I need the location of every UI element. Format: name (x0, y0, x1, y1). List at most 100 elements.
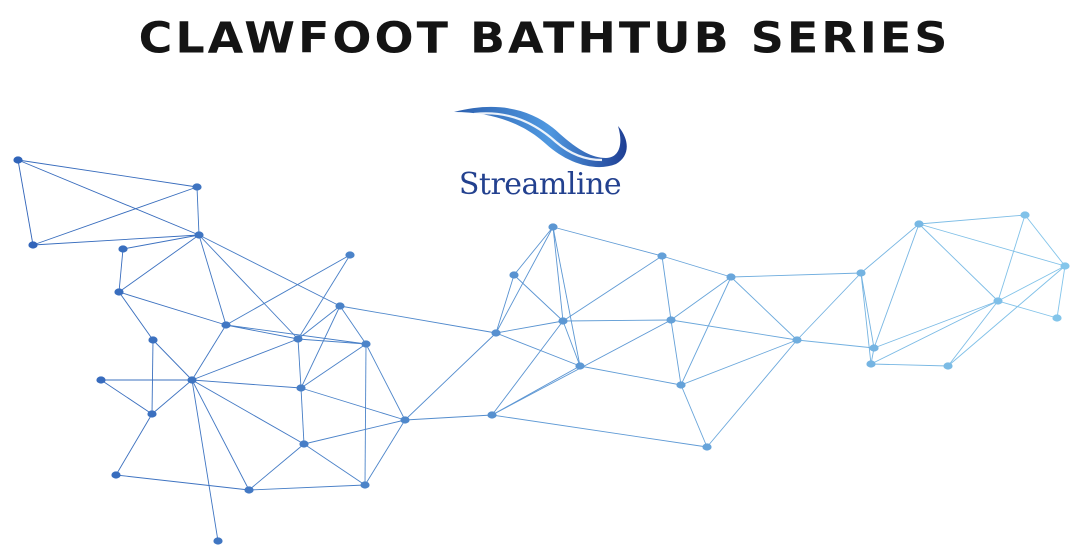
network-edge (115, 474, 250, 491)
network-edge (151, 379, 193, 415)
network-edge (198, 234, 299, 340)
network-node (856, 269, 866, 277)
network-edge (552, 226, 564, 322)
network-edge (303, 443, 366, 486)
network-edge (491, 320, 564, 416)
network-node (509, 271, 519, 279)
network-node (361, 340, 371, 348)
network-edge (404, 414, 493, 421)
network-edge (947, 300, 999, 367)
network-edge (706, 339, 798, 448)
network-node (993, 297, 1003, 305)
network-edge (339, 305, 497, 334)
network-edge (115, 413, 153, 476)
network-edge (248, 484, 366, 491)
network-edge (404, 332, 497, 421)
network-edge (152, 339, 193, 381)
network-edge (918, 223, 1066, 267)
network-edge (495, 274, 515, 334)
network-edge (118, 291, 227, 326)
network-edge (17, 159, 34, 246)
network-node (13, 156, 23, 164)
network-edge (730, 276, 798, 341)
network-edge (997, 300, 1058, 319)
network-edge (191, 379, 305, 445)
network-edge (495, 226, 554, 334)
network-edge (300, 305, 341, 389)
network-node (293, 335, 303, 343)
network-node (335, 302, 345, 310)
network-node (296, 384, 306, 392)
network-edge (661, 255, 732, 278)
network-edge (562, 319, 672, 322)
network-edge (513, 274, 564, 322)
network-edge (562, 255, 663, 322)
network-node (869, 344, 879, 352)
network-node (792, 336, 802, 344)
network-edge (1024, 214, 1066, 267)
network-edge (297, 254, 351, 340)
brand-name: Streamline (458, 167, 622, 202)
network-node (943, 362, 953, 370)
network-node (213, 537, 223, 545)
network-edge (364, 419, 406, 486)
network-node (491, 329, 501, 337)
network-edge (796, 339, 875, 349)
network-edge (947, 265, 1066, 367)
network-node (666, 316, 676, 324)
network-edge (680, 276, 732, 386)
network-edge (552, 226, 663, 257)
network-edge (670, 319, 798, 341)
network-edge (873, 223, 920, 349)
network-edge (491, 414, 708, 448)
network-edge (670, 319, 682, 386)
network-edge (297, 305, 341, 340)
network-edge (297, 338, 367, 345)
network-node (114, 288, 124, 296)
network-edge (303, 419, 406, 445)
network-node (244, 486, 254, 494)
network-edge (225, 324, 299, 340)
network-node (1020, 211, 1030, 219)
network-edge (670, 276, 732, 321)
network-edge (918, 223, 999, 302)
network-edge (191, 338, 299, 381)
network-edge (151, 339, 154, 415)
network-edge (191, 379, 219, 542)
network-node (148, 336, 158, 344)
network-edge (680, 339, 798, 386)
network-node (194, 231, 204, 239)
network-edge (32, 234, 200, 246)
network-node (676, 381, 686, 389)
network-node (111, 471, 121, 479)
network-edge (198, 234, 341, 307)
network-edge (495, 320, 564, 334)
network-edge (191, 324, 227, 381)
network-node (96, 376, 106, 384)
network-node (345, 251, 355, 259)
network-edge (796, 272, 862, 341)
network-node (726, 273, 736, 281)
network-edge (339, 305, 367, 345)
network-node (299, 440, 309, 448)
network-edge (118, 248, 124, 293)
network-edge (870, 363, 949, 367)
network-edge (870, 300, 999, 365)
network-edge (1056, 265, 1066, 319)
network-node (914, 220, 924, 228)
network-edges (17, 159, 1066, 542)
network-edge (248, 443, 305, 491)
network-edge (860, 223, 920, 274)
network-edge (562, 320, 581, 367)
network-edge (661, 255, 672, 321)
network-edge (122, 234, 200, 250)
network-edge (365, 343, 406, 421)
network-edge (513, 226, 554, 276)
network-edge (860, 272, 875, 349)
network-node (487, 411, 497, 419)
network-edge (17, 159, 198, 188)
network-edge (100, 379, 153, 415)
network-node (221, 321, 231, 329)
